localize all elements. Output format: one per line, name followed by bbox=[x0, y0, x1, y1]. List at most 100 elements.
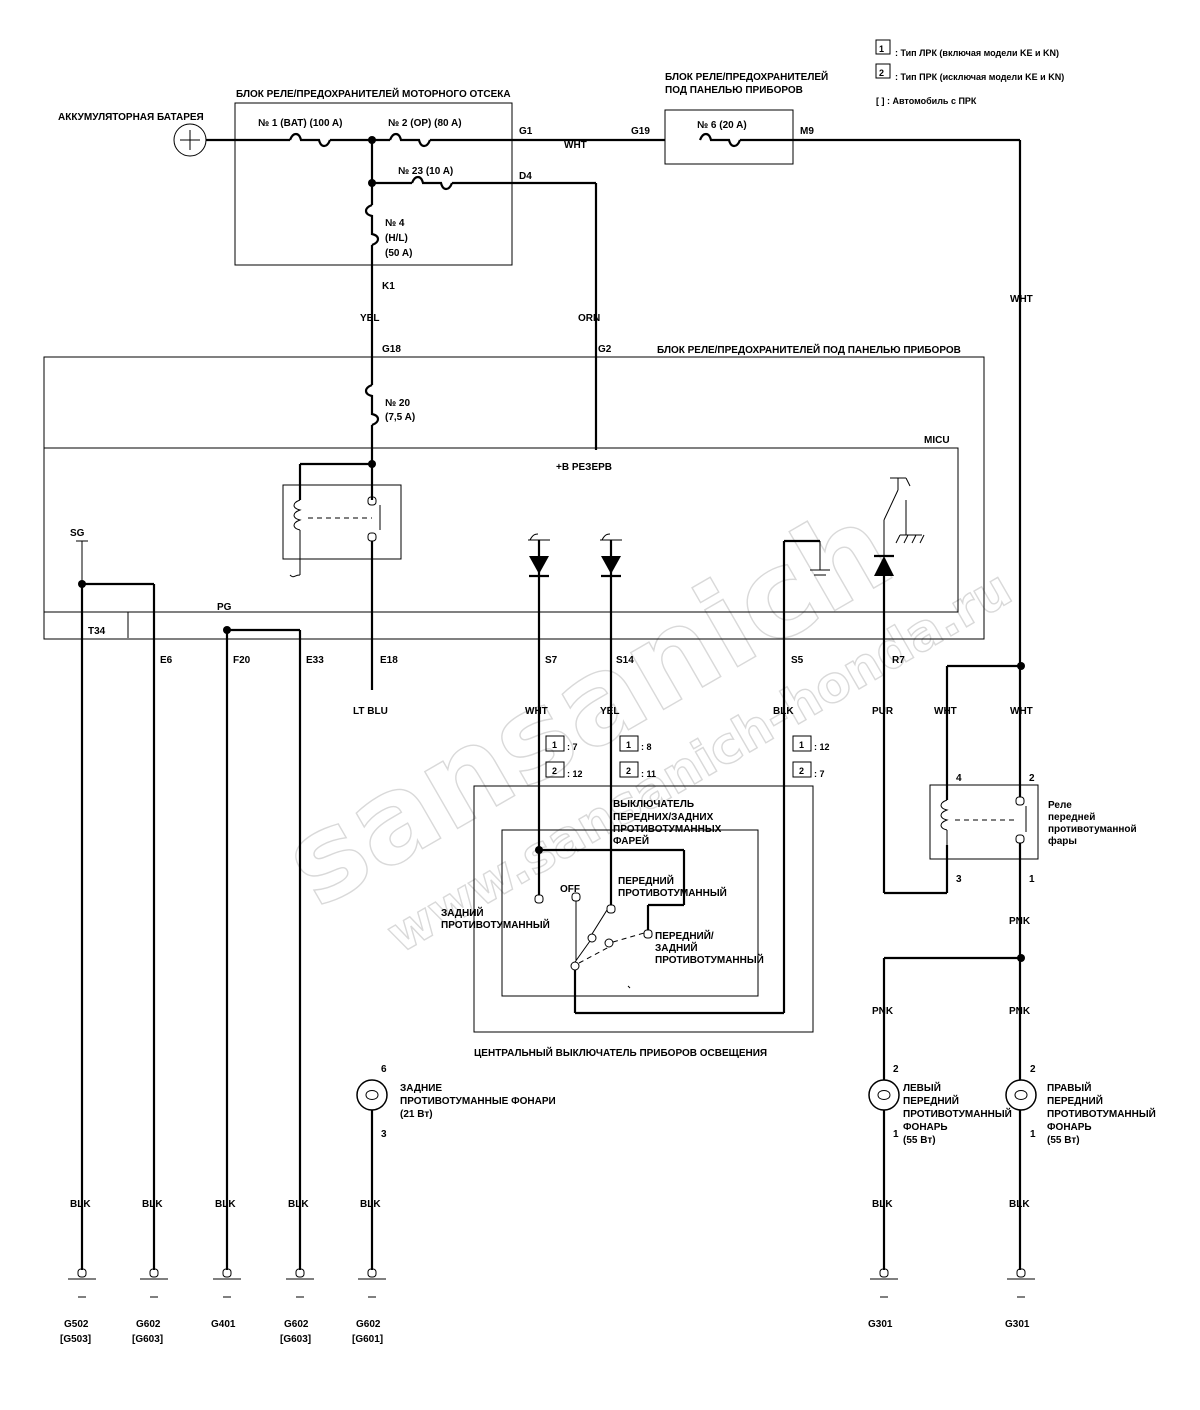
svg-text:2: 2 bbox=[1030, 1064, 1036, 1075]
svg-text:ПЕРЕДНИХ/ЗАДНИХ: ПЕРЕДНИХ/ЗАДНИХ bbox=[613, 812, 714, 823]
wire-pur: PUR bbox=[872, 706, 894, 717]
svg-text:ФАРЕЙ: ФАРЕЙ bbox=[613, 834, 649, 847]
fog-switch: ВЫКЛЮЧАТЕЛЬ ПЕРЕДНИХ/ЗАДНИХ ПРОТИВОТУМАН… bbox=[441, 785, 814, 1059]
pin-g18: G18 bbox=[382, 344, 401, 355]
svg-text:: 11: : 11 bbox=[641, 769, 656, 779]
svg-text:противотуманной: противотуманной bbox=[1048, 824, 1137, 835]
left-fog-lamp: 2 1 ЛЕВЫЙ ПЕРЕДНИЙ ПРОТИВОТУМАННЫЙ ФОНАР… bbox=[868, 1064, 1012, 1146]
pin-r7: R7 bbox=[892, 655, 905, 666]
legend: 1 : Тип ЛРК (включая модели KE и KN) 2 :… bbox=[875, 39, 1064, 106]
svg-text:1: 1 bbox=[1029, 874, 1035, 885]
svg-text:: 12: : 12 bbox=[567, 769, 583, 779]
svg-text:ЗАДНИЕ: ЗАДНИЕ bbox=[400, 1083, 442, 1094]
svg-text:передней: передней bbox=[1048, 812, 1095, 823]
svg-text:ЗАДНИЙ: ЗАДНИЙ bbox=[655, 941, 698, 954]
svg-text:3: 3 bbox=[956, 874, 962, 885]
dash-top-title-1: БЛОК РЕЛЕ/ПРЕДОХРАНИТЕЛЕЙ bbox=[665, 70, 828, 83]
pin-k1: K1 bbox=[382, 281, 395, 292]
pin-e6: E6 bbox=[160, 655, 173, 666]
fuse-6-label: № 6 (20 A) bbox=[697, 120, 747, 131]
ground-symbol-2 bbox=[140, 1268, 168, 1298]
pin-s14: S14 bbox=[616, 655, 634, 666]
svg-text:ПРОТИВОТУМАННЫЙ: ПРОТИВОТУМАННЫЙ bbox=[903, 1107, 1012, 1120]
wire-pnk-right: PNK bbox=[1009, 1006, 1031, 1017]
svg-text:ЦЕНТРАЛЬНЫЙ ВЫКЛЮЧАТЕЛЬ ПРИБОР: ЦЕНТРАЛЬНЫЙ ВЫКЛЮЧАТЕЛЬ ПРИБОРОВ ОСВЕЩЕН… bbox=[474, 1046, 767, 1059]
fuse-1-label: № 1 (BAT) (100 A) bbox=[258, 118, 343, 129]
pin-f20: F20 bbox=[233, 655, 251, 666]
wire-wht-relay4: WHT bbox=[934, 706, 957, 717]
svg-text:ПРОТИВОТУМАННЫЙ: ПРОТИВОТУМАННЫЙ bbox=[441, 918, 550, 931]
pin-g1: G1 bbox=[519, 126, 533, 137]
fuse-20-label-1: № 20 bbox=[385, 398, 410, 409]
svg-text:1: 1 bbox=[893, 1129, 899, 1140]
svg-text:: 7: : 7 bbox=[814, 769, 825, 779]
wire-lt-blu: LT BLU bbox=[353, 706, 388, 717]
pin-s7: S7 bbox=[545, 655, 558, 666]
micu-label: MICU bbox=[924, 435, 950, 446]
svg-text:2: 2 bbox=[1029, 773, 1035, 784]
legend-type2-box bbox=[875, 63, 891, 79]
svg-text:Реле: Реле bbox=[1048, 800, 1072, 811]
ground-g401: G401 bbox=[211, 1319, 236, 1330]
wire-blk-4: BLK bbox=[288, 1199, 309, 1210]
pin-m9: M9 bbox=[800, 126, 814, 137]
svg-text:ЛЕВЫЙ: ЛЕВЫЙ bbox=[903, 1081, 941, 1094]
svg-text:ПЕРЕДНИЙ/: ПЕРЕДНИЙ/ bbox=[655, 929, 714, 942]
legend-type2-text: : Тип ПРК (исключая модели KE и KN) bbox=[895, 72, 1064, 82]
wire-blk-s5: BLK bbox=[773, 706, 794, 717]
svg-text:ПРОТИВОТУМАННЫЙ: ПРОТИВОТУМАННЫЙ bbox=[1047, 1107, 1156, 1120]
fog-relay: Реле передней противотуманной фары 4 2 3… bbox=[872, 664, 1137, 1270]
rear-fog-lamp: 6 3 ЗАДНИЕ ПРОТИВОТУМАННЫЕ ФОНАРИ (21 Вт… bbox=[356, 1064, 556, 1140]
ground-g301-right: G301 bbox=[1005, 1319, 1030, 1330]
battery: АККУМУЛЯТОРНАЯ БАТАРЕЯ bbox=[58, 112, 207, 157]
legend-type1-box bbox=[875, 39, 891, 55]
pin-e18: E18 bbox=[380, 655, 398, 666]
wire-orn: ORN bbox=[578, 313, 600, 324]
fuse-23-label: № 23 (10 A) bbox=[398, 166, 453, 177]
mid-wire-labels: LT BLU WHT YEL BLK PUR WHT WHT bbox=[353, 706, 1033, 717]
svg-text:6: 6 bbox=[381, 1064, 387, 1075]
svg-text:фары: фары bbox=[1048, 835, 1077, 847]
legend-bracket-note: [ ] : Автомобиль с ПРК bbox=[876, 96, 977, 106]
engine-fuse-box: БЛОК РЕЛЕ/ПРЕДОХРАНИТЕЛЕЙ МОТОРНОГО ОТСЕ… bbox=[234, 87, 533, 292]
pin-s5: S5 bbox=[791, 655, 804, 666]
wire-blk-2: BLK bbox=[142, 1199, 163, 1210]
micu: MICU +B РЕЗЕРВ SG PG T34 E6 F20 E33 E1 bbox=[43, 435, 959, 1270]
ground-g602-c: G602 bbox=[356, 1319, 381, 1330]
ground-g602-b: G602 bbox=[284, 1319, 309, 1330]
svg-text:: 7: : 7 bbox=[567, 742, 578, 752]
ground-symbol-3 bbox=[213, 1268, 241, 1298]
pin-t34: T34 bbox=[88, 626, 106, 637]
pin-d4: D4 bbox=[519, 171, 532, 182]
pin-g2: G2 bbox=[598, 344, 612, 355]
svg-text:ПРОТИВОТУМАННЫЕ ФОНАРИ: ПРОТИВОТУМАННЫЕ ФОНАРИ bbox=[400, 1096, 556, 1107]
svg-text:3: 3 bbox=[381, 1129, 387, 1140]
wire-blk-3: BLK bbox=[215, 1199, 236, 1210]
battery-label: АККУМУЛЯТОРНАЯ БАТАРЕЯ bbox=[58, 112, 204, 123]
svg-text:2: 2 bbox=[893, 1064, 899, 1075]
svg-text:ПРОТИВОТУМАННЫЙ: ПРОТИВОТУМАННЫЙ bbox=[655, 953, 764, 966]
svg-text:ПЕРЕДНИЙ: ПЕРЕДНИЙ bbox=[618, 874, 674, 887]
dash-fuse-box-top: БЛОК РЕЛЕ/ПРЕДОХРАНИТЕЛЕЙ ПОД ПАНЕЛЬЮ ПР… bbox=[631, 70, 828, 165]
wire-wht-right: WHT bbox=[1010, 294, 1033, 305]
wire-blk-7: BLK bbox=[1009, 1199, 1030, 1210]
engine-fuse-box-title: БЛОК РЕЛЕ/ПРЕДОХРАНИТЕЛЕЙ МОТОРНОГО ОТСЕ… bbox=[236, 87, 511, 100]
wire-wht-top: WHT bbox=[564, 140, 587, 151]
svg-text:(21 Вт): (21 Вт) bbox=[400, 1109, 433, 1120]
backup-label: +B РЕЗЕРВ bbox=[556, 462, 612, 473]
fuse-4-label-3: (50 A) bbox=[385, 248, 412, 259]
svg-text:ПЕРЕДНИЙ: ПЕРЕДНИЙ bbox=[1047, 1094, 1103, 1107]
svg-text:ПРОТИВОТУМАННЫХ: ПРОТИВОТУМАННЫХ bbox=[613, 824, 722, 835]
svg-text:ФОНАРЬ: ФОНАРЬ bbox=[1047, 1122, 1092, 1133]
fuse-4-label-1: № 4 bbox=[385, 218, 405, 229]
svg-text:(55 Вт): (55 Вт) bbox=[1047, 1135, 1080, 1146]
pin-e33: E33 bbox=[306, 655, 324, 666]
ground-g502: G502 bbox=[64, 1319, 89, 1330]
ground-g301-left: G301 bbox=[868, 1319, 893, 1330]
grounds: BLK BLK BLK BLK BLK BLK BLK bbox=[60, 1110, 1035, 1345]
svg-text:ПЕРЕДНИЙ: ПЕРЕДНИЙ bbox=[903, 1094, 959, 1107]
svg-text:2: 2 bbox=[626, 766, 631, 776]
ground-symbol-4 bbox=[286, 1268, 314, 1298]
svg-text:2: 2 bbox=[799, 766, 804, 776]
svg-text:1: 1 bbox=[626, 740, 631, 750]
